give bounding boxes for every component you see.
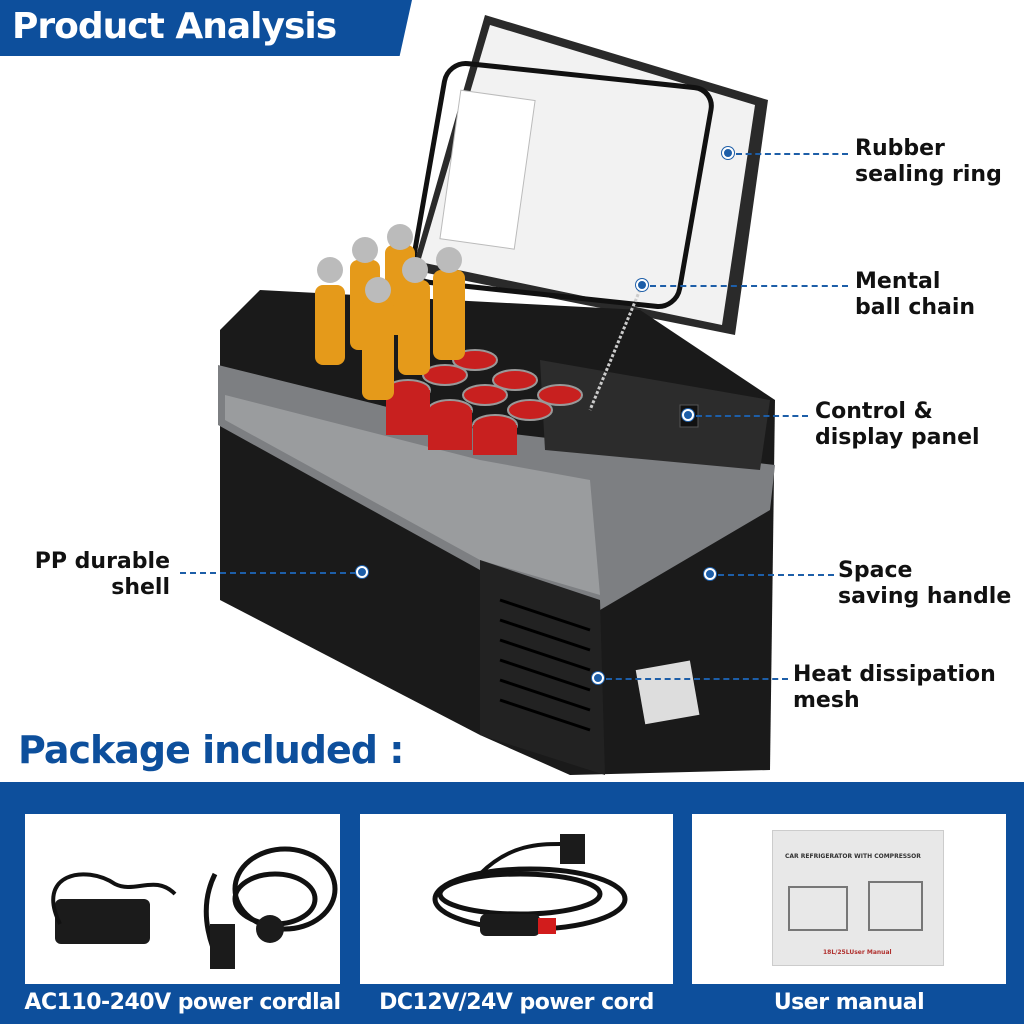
package-item-ac-cord xyxy=(25,814,340,984)
callout-text: Control & xyxy=(815,399,933,424)
callout-text: Space xyxy=(838,558,913,583)
manual-fridge-sketch xyxy=(788,886,848,931)
manual-subtitle: 18L/25LUser Manual xyxy=(823,949,892,956)
manual-title: CAR REFRIGERATOR WITH COMPRESSOR xyxy=(785,853,921,860)
header-banner: Product Analysis xyxy=(0,0,412,56)
callout-line xyxy=(696,415,808,417)
callout-text: display panel xyxy=(815,425,980,450)
callout-text: mesh xyxy=(793,688,860,713)
product-image xyxy=(218,15,775,775)
callout-dot xyxy=(682,409,694,421)
caption-dc-cord: DC12V/24V power cord xyxy=(379,990,654,1015)
callout-text: shell xyxy=(111,575,170,600)
callout-dot xyxy=(722,147,734,159)
callout-line xyxy=(180,572,356,574)
caption-ac-cord: AC110-240V power cordlal xyxy=(24,990,341,1015)
callout-text: saving handle xyxy=(838,584,1012,609)
callout-line xyxy=(606,678,788,680)
package-title: Package included : xyxy=(18,728,404,772)
ac-cord-image xyxy=(51,846,338,969)
callout-text: sealing ring xyxy=(855,162,1002,187)
package-item-dc-cord xyxy=(360,814,673,984)
callout-dot xyxy=(592,672,604,684)
page-title: Product Analysis xyxy=(12,6,337,47)
dc-cord-image xyxy=(432,834,628,936)
callout-control-panel: Control &display panel xyxy=(815,399,980,451)
callout-text: PP durable xyxy=(34,549,170,574)
callout-text: ball chain xyxy=(855,295,976,320)
callout-line xyxy=(718,574,834,576)
manual-image: CAR REFRIGERATOR WITH COMPRESSOR 18L/25L… xyxy=(772,830,944,966)
manual-fridge-sketch xyxy=(868,881,923,931)
callout-text: Rubber xyxy=(855,136,945,161)
callout-text: Mental xyxy=(855,269,941,294)
callout-line xyxy=(650,285,848,287)
callout-text: Heat dissipation xyxy=(793,662,996,687)
callout-dot xyxy=(704,568,716,580)
caption-user-manual: User manual xyxy=(773,990,925,1015)
callout-dot xyxy=(636,279,648,291)
callout-line xyxy=(736,153,848,155)
package-item-user-manual: CAR REFRIGERATOR WITH COMPRESSOR 18L/25L… xyxy=(692,814,1006,984)
callout-dot xyxy=(356,566,368,578)
